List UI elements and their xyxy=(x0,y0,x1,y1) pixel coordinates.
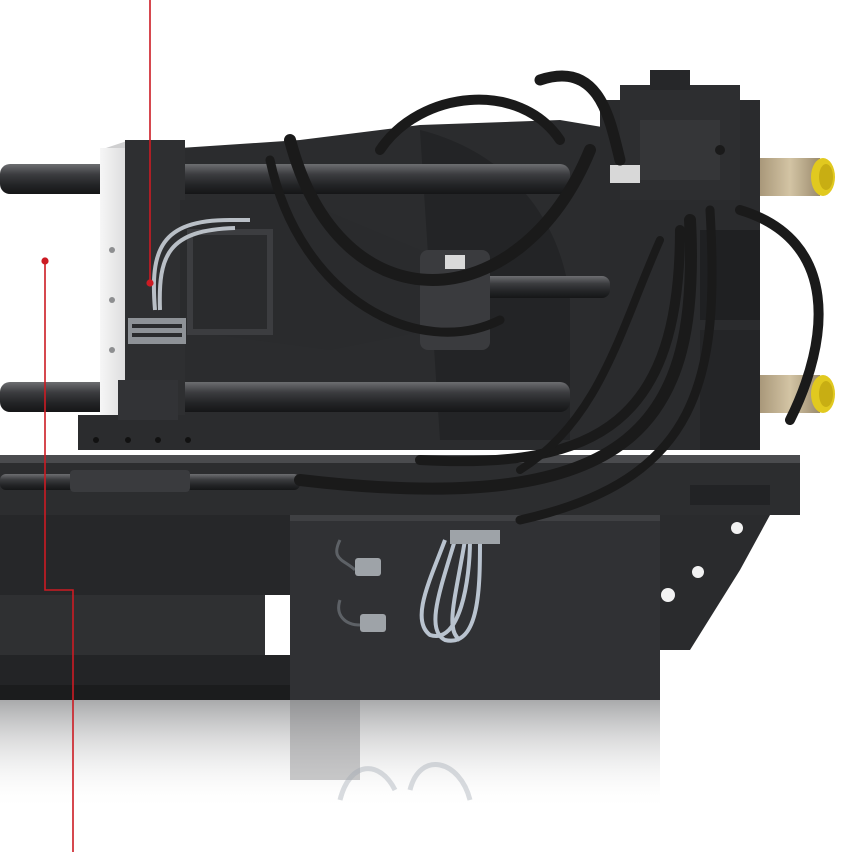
callout-leader-top xyxy=(146,0,154,287)
platen-foot xyxy=(78,380,208,450)
valve-block xyxy=(610,70,740,200)
sensor-cables xyxy=(419,539,482,643)
grease-pipe xyxy=(151,218,250,311)
lube-manifold xyxy=(128,318,186,344)
spring-cylinder-top xyxy=(760,158,835,196)
floor-reflection xyxy=(0,700,660,810)
bed-shaft xyxy=(0,470,300,492)
sensor-connectors xyxy=(335,530,500,632)
callout-leader-bottom xyxy=(41,257,74,852)
hydraulic-hoses xyxy=(265,70,824,525)
